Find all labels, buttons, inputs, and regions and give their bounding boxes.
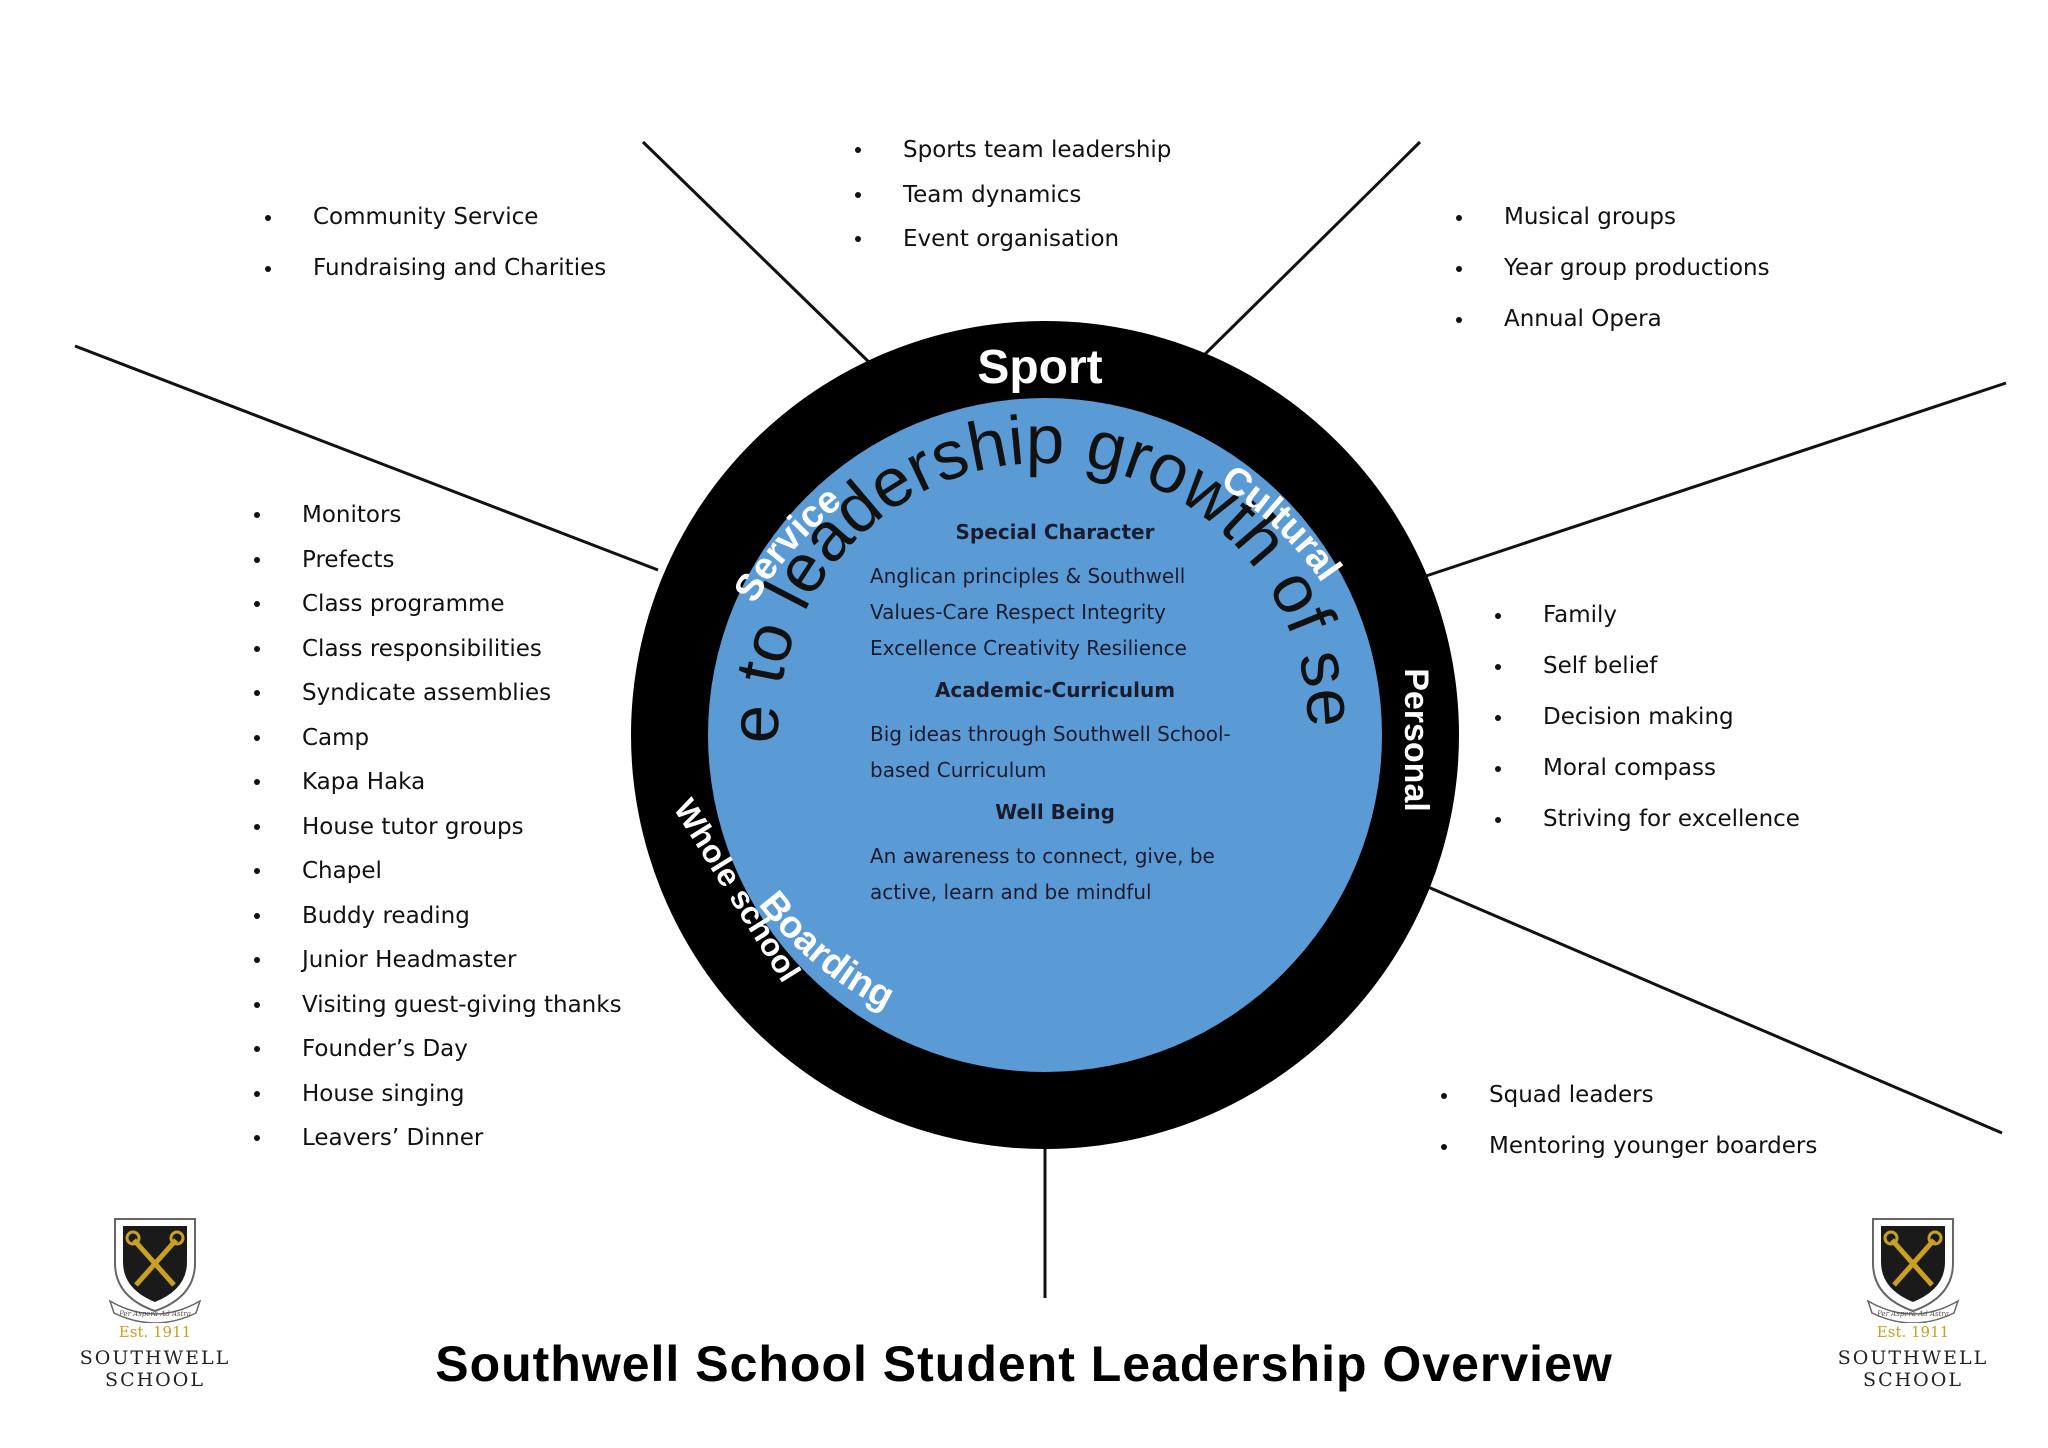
list-item: Prefects: [254, 538, 622, 583]
spoke-sport-right: [1195, 140, 1422, 364]
spoke-sport-left: [641, 140, 875, 368]
crossed-keys-shield-icon: Per Aspera Ad Astra: [108, 1218, 202, 1323]
list-item: Monitors: [254, 493, 622, 538]
logo-name-line-2: SCHOOL: [1863, 1369, 1963, 1391]
logo-name: SOUTHWELL SCHOOL: [70, 1347, 240, 1391]
list-item: Musical groups: [1456, 192, 1770, 243]
list-item: Kapa Haka: [254, 760, 622, 805]
logo-name-line-2: SCHOOL: [105, 1369, 205, 1391]
list-item: Annual Opera: [1456, 294, 1770, 345]
logo-name: SOUTHWELL SCHOOL: [1828, 1347, 1998, 1391]
list-item: Founder’s Day: [254, 1027, 622, 1072]
special-character-body: Anglican principles & Southwell Values-C…: [870, 564, 1187, 660]
list-item: Community Service: [265, 192, 606, 243]
academic-body: Big ideas through Southwell School-based…: [870, 722, 1231, 782]
spoke-whole-school: [74, 344, 659, 572]
list-item: Family: [1495, 590, 1800, 641]
svg-text:Per Aspera Ad Astra: Per Aspera Ad Astra: [118, 1310, 191, 1318]
school-logo-left: Per Aspera Ad Astra Est. 1911 SOUTHWELL …: [70, 1205, 240, 1395]
crossed-keys-shield-icon: Per Aspera Ad Astra: [1866, 1218, 1960, 1323]
logo-name-line-1: SOUTHWELL: [79, 1347, 231, 1369]
list-item: Team dynamics: [855, 173, 1171, 218]
list-item: Leavers’ Dinner: [254, 1116, 622, 1161]
list-item: Striving for excellence: [1495, 794, 1800, 845]
list-item: Class responsibilities: [254, 627, 622, 672]
list-item: House singing: [254, 1072, 622, 1117]
list-item: Chapel: [254, 849, 622, 894]
list-item: Camp: [254, 716, 622, 761]
list-item: Event organisation: [855, 217, 1171, 262]
svg-text:Per Aspera Ad Astra: Per Aspera Ad Astra: [1876, 1310, 1949, 1318]
list-item: Self belief: [1495, 641, 1800, 692]
spoke-boarding: [1427, 885, 2003, 1135]
list-item: Squad leaders: [1441, 1070, 1817, 1121]
list-item: Syndicate assemblies: [254, 671, 622, 716]
spoke-personal: [1422, 381, 2007, 579]
list-item: Moral compass: [1495, 743, 1800, 794]
inner-disk: [708, 398, 1382, 1072]
special-character-heading: Special Character: [955, 520, 1155, 544]
list-item: House tutor groups: [254, 805, 622, 850]
page-title: Southwell School Student Leadership Over…: [435, 1336, 1613, 1392]
service-list: Community Service Fundraising and Charit…: [265, 192, 606, 294]
list-item: Class programme: [254, 582, 622, 627]
list-item: Year group productions: [1456, 243, 1770, 294]
center-text: Special Character Anglican principles & …: [870, 520, 1240, 922]
list-item: Visiting guest-giving thanks: [254, 983, 622, 1028]
sport-list: Sports team leadership Team dynamics Eve…: [855, 128, 1171, 262]
wellbeing-heading: Well Being: [995, 800, 1115, 824]
whole-school-list: Monitors Prefects Class programme Class …: [254, 493, 622, 1161]
spoke-lines: [74, 140, 2007, 1298]
ring-label-sport: Sport: [977, 341, 1102, 394]
cultural-list: Musical groups Year group productions An…: [1456, 192, 1770, 345]
logo-name-line-1: SOUTHWELL: [1837, 1347, 1989, 1369]
list-item: Mentoring younger boarders: [1441, 1121, 1817, 1172]
school-logo-right: Per Aspera Ad Astra Est. 1911 SOUTHWELL …: [1828, 1205, 1998, 1395]
academic-heading: Academic-Curriculum: [934, 678, 1176, 702]
logo-established: Est. 1911: [118, 1323, 192, 1341]
list-item: Junior Headmaster: [254, 938, 622, 983]
logo-established: Est. 1911: [1876, 1323, 1950, 1341]
list-item: Buddy reading: [254, 894, 622, 939]
wellbeing-body: An awareness to connect, give, be active…: [870, 844, 1215, 904]
boarding-list: Squad leaders Mentoring younger boarders: [1441, 1070, 1817, 1172]
ring-label-personal: Personal: [1397, 668, 1435, 812]
personal-list: Family Self belief Decision making Moral…: [1495, 590, 1800, 845]
list-item: Decision making: [1495, 692, 1800, 743]
list-item: Fundraising and Charities: [265, 243, 606, 294]
list-item: Sports team leadership: [855, 128, 1171, 173]
